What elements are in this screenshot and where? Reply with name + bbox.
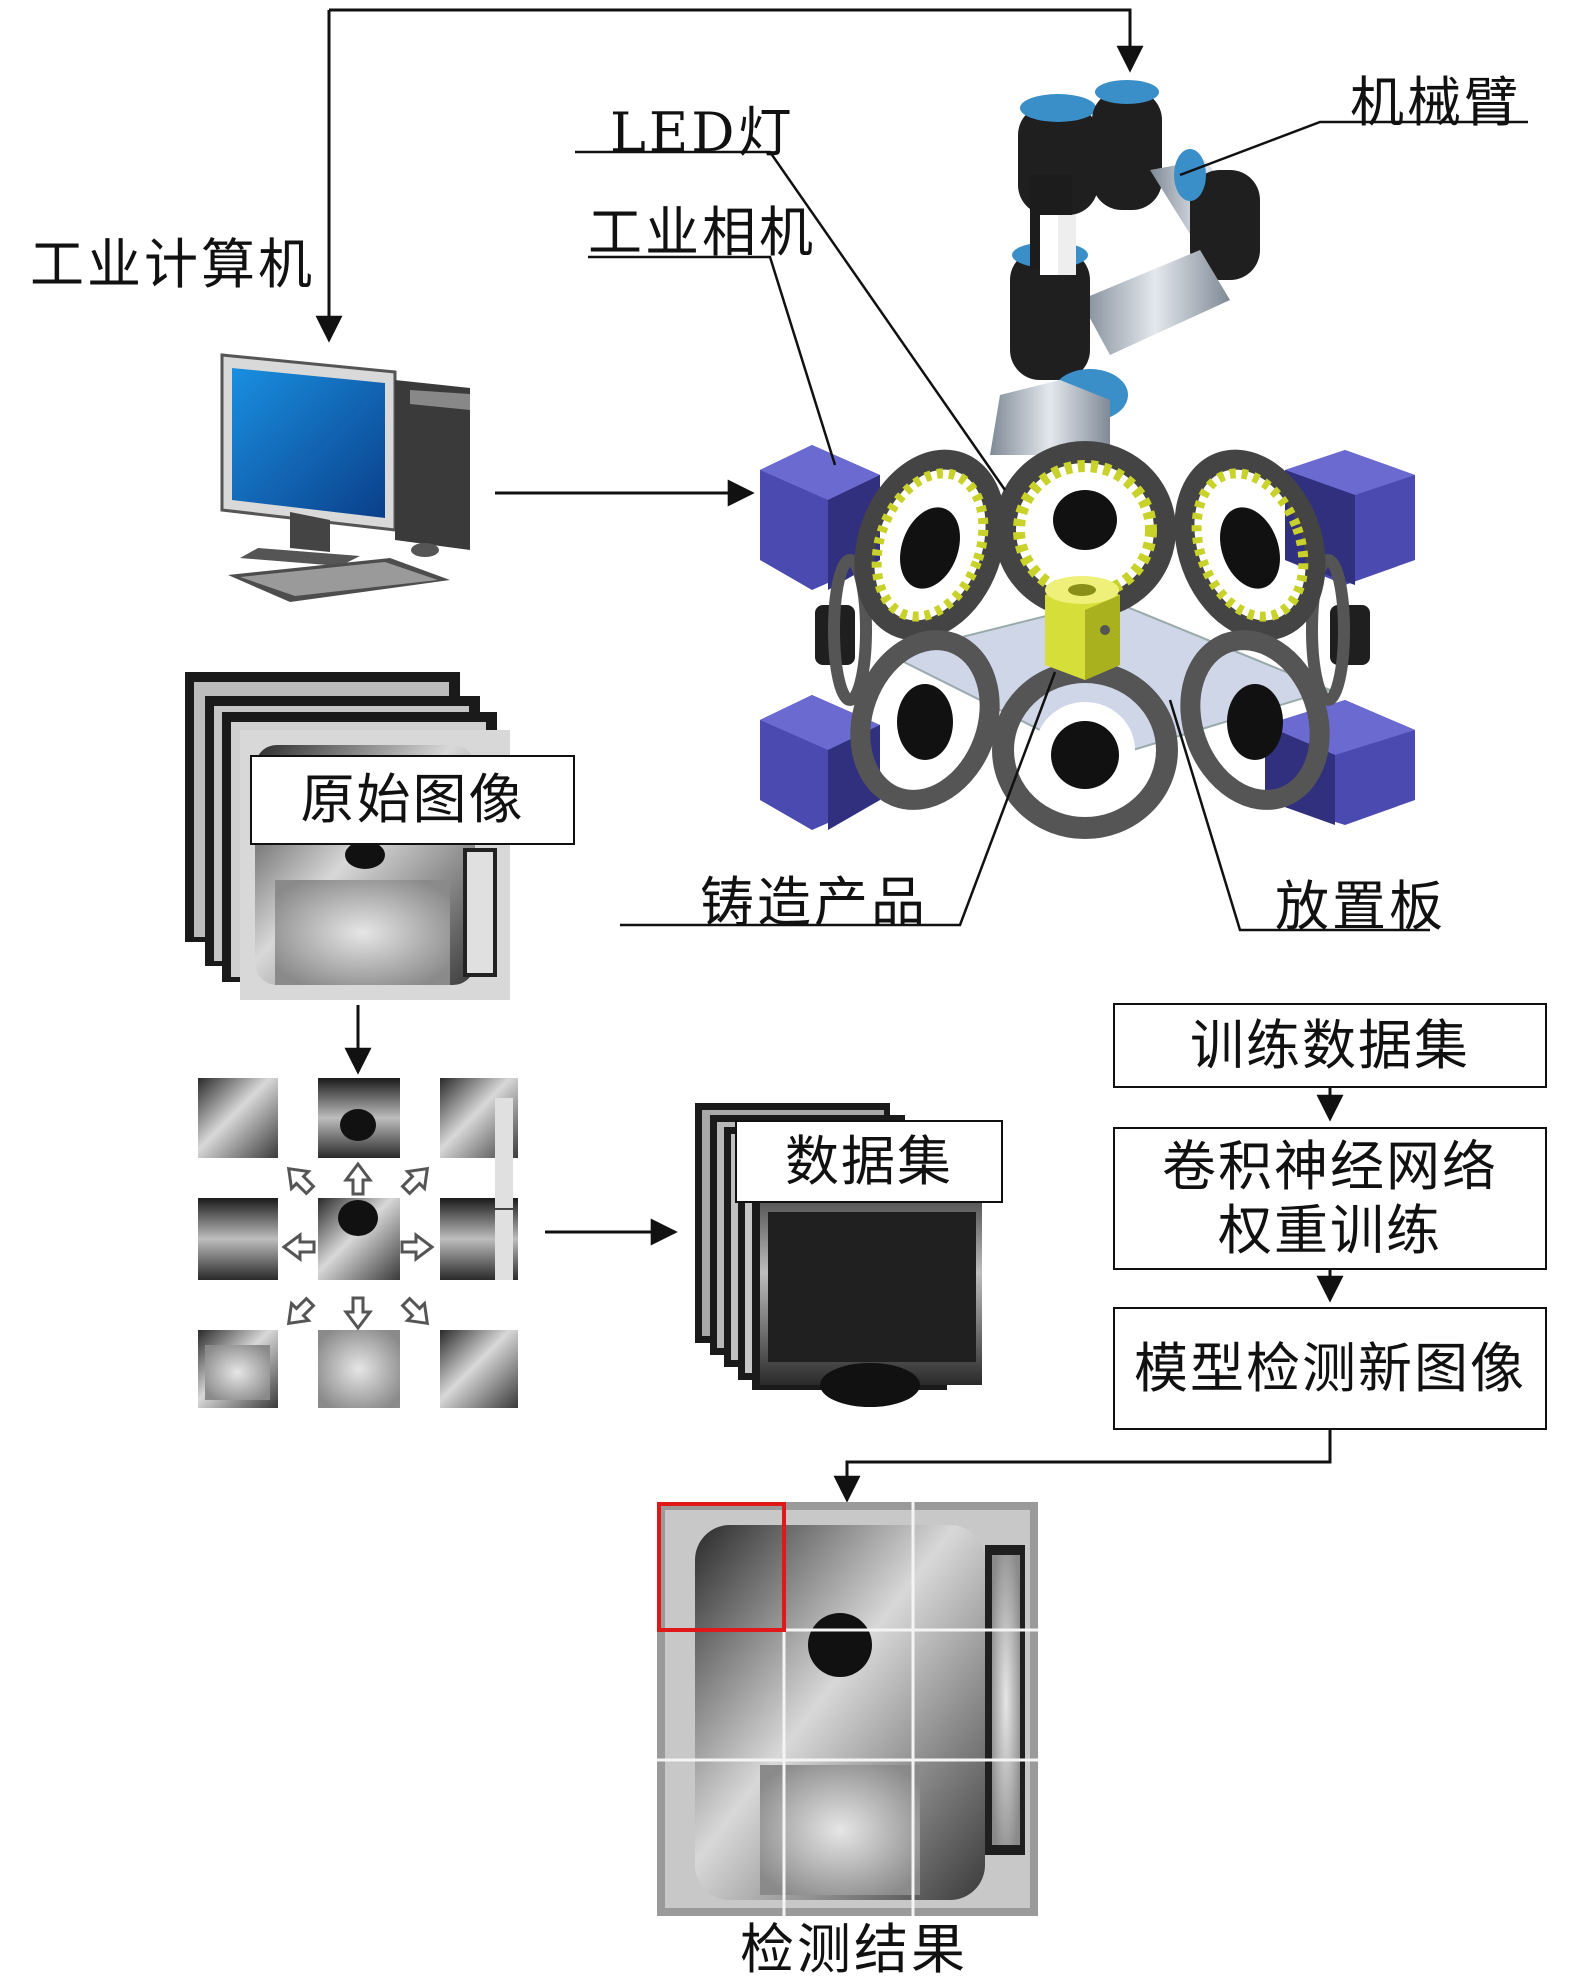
plate-label: 放置板 [1275,875,1446,938]
led-ring-top-right [1174,449,1326,641]
camera-label: 工业相机 [588,201,816,264]
computer-icon [220,353,470,602]
train-data-label: 训练数据集 [1190,1013,1470,1077]
raw-image-stack [185,672,510,1000]
down-arrow-icon [343,1296,373,1331]
down-right-arrow-icon [400,1296,430,1326]
up-arrow-icon [343,1161,373,1196]
detection-result-image [657,1502,1038,1916]
casting-label: 铸造产品 [700,871,928,934]
led-ring-top-left [854,449,1006,641]
train-data-box: 训练数据集 [1113,1003,1547,1088]
computer-label: 工业计算机 [30,233,315,296]
robot-arm-icon [990,80,1260,455]
left-arrow-icon [281,1232,316,1262]
defect-highlight-box [657,1502,786,1632]
camera-box-bottom-right [1265,700,1415,825]
raw-images-label: 原始图像 [300,768,525,831]
detect-label: 模型检测新图像 [1134,1336,1526,1400]
led-label: LED灯 [610,101,795,164]
control-connector [315,8,1144,343]
augmentation-grid [198,1078,518,1408]
dataset-box: 数据集 [735,1120,1003,1203]
raw-images-box: 原始图像 [250,755,575,845]
cnn-line1: 卷积神经网络 [1162,1134,1498,1198]
up-left-arrow-icon [286,1166,316,1196]
label-leaders [575,120,1528,932]
result-label: 检测结果 [740,1918,968,1981]
down-left-arrow-icon [286,1296,316,1326]
cnn-line2: 权重训练 [1218,1198,1442,1262]
detect-box: 模型检测新图像 [1113,1307,1547,1430]
up-right-arrow-icon [400,1166,430,1196]
casting-product-icon [1045,576,1120,680]
dataset-label: 数据集 [785,1129,953,1193]
flow-arrows [833,1087,1344,1503]
inspection-rig [760,80,1415,839]
right-arrow-icon [400,1232,435,1262]
robot-arm-label: 机械臂 [1350,71,1521,134]
cnn-training-box: 卷积神经网络 权重训练 [1113,1127,1547,1270]
